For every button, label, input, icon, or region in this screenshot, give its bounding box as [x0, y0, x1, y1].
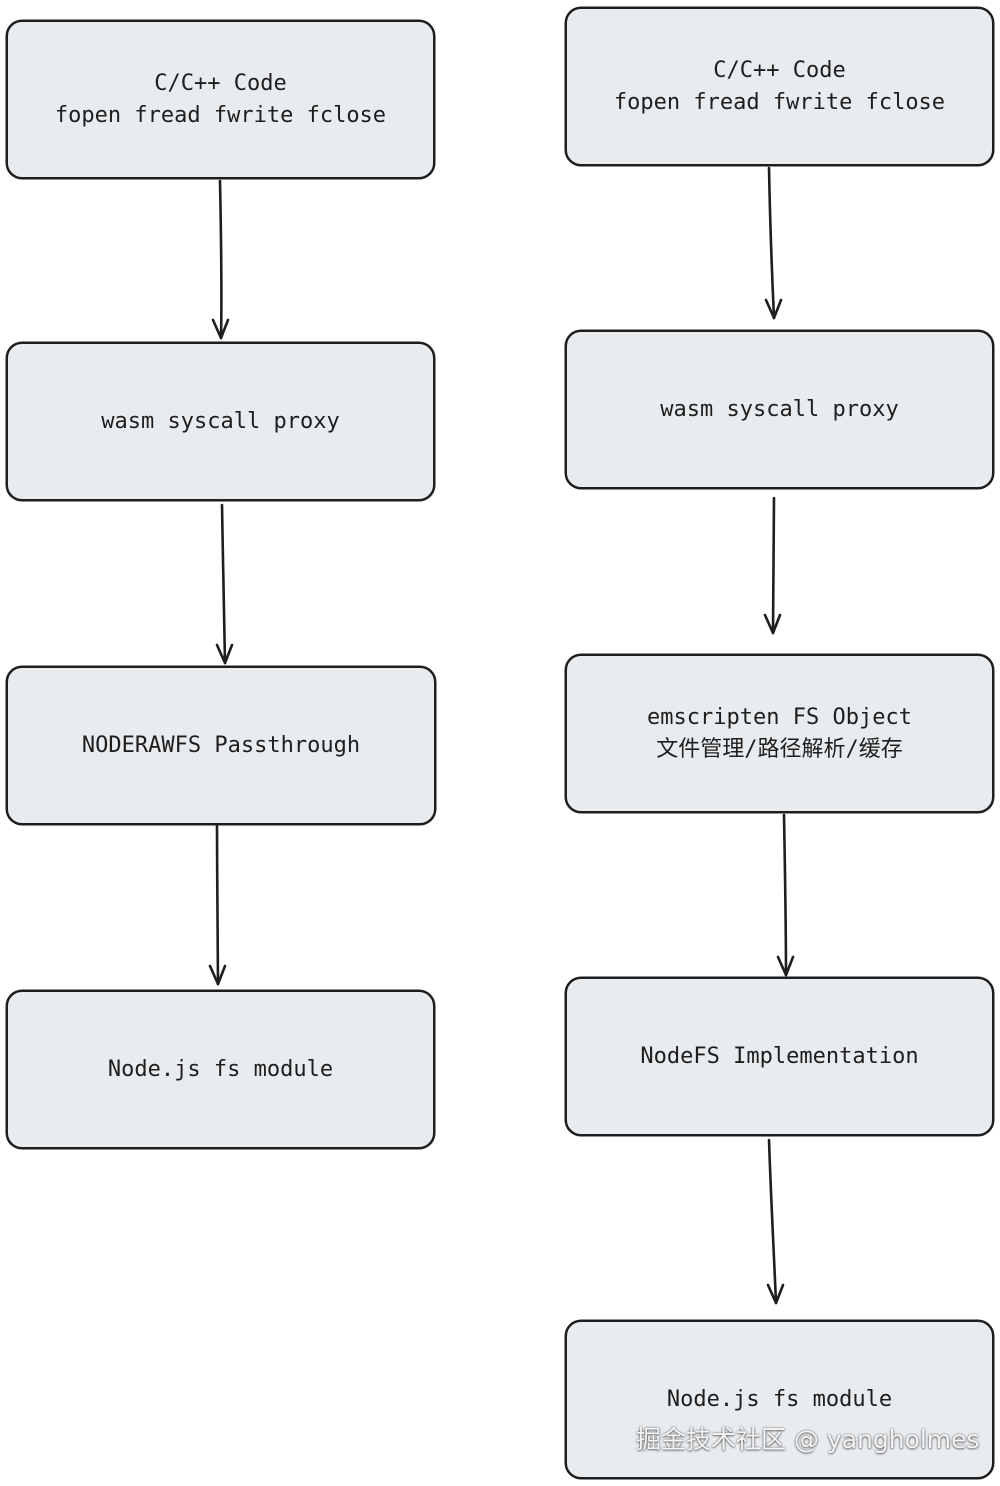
watermark: 掘金技术社区 @ yangholmes — [636, 1425, 980, 1454]
node-text-line: fopen fread fwrite fclose — [613, 89, 946, 115]
right-node-nodejs-fs-module: Node.js fs module — [565, 1320, 994, 1479]
node-text-line: fopen fread fwrite fclose — [54, 102, 387, 128]
arrow-right-3 — [776, 813, 795, 977]
left-node-cpp-code: C/C++ Code fopen fread fwrite fclose — [6, 20, 435, 179]
arrow-left-3 — [208, 824, 227, 986]
node-text-line: C/C++ Code — [713, 57, 846, 83]
node-text-line: Node.js fs module — [107, 1056, 334, 1082]
left-node-noderawfs-passthrough: NODERAWFS Passthrough — [6, 666, 436, 825]
arrow-left-2 — [215, 503, 234, 665]
node-text-line: emscripten FS Object — [647, 704, 912, 730]
node-text-line: NODERAWFS Passthrough — [81, 732, 361, 758]
arrow-right-2 — [763, 496, 782, 635]
right-node-nodefs-implementation: NodeFS Implementation — [565, 977, 994, 1136]
node-text-line: Node.js fs module — [666, 1387, 893, 1412]
right-node-cpp-code: C/C++ Code fopen fread fwrite fclose — [565, 7, 994, 166]
left-node-wasm-syscall-proxy: wasm syscall proxy — [6, 342, 435, 501]
arrow-right-4 — [766, 1138, 785, 1305]
arrow-right-1 — [764, 166, 783, 320]
left-node-nodejs-fs-module: Node.js fs module — [6, 990, 435, 1149]
arrow-left-1 — [211, 179, 230, 340]
right-node-emscripten-fs-object: emscripten FS Object 文件管理/路径解析/缓存 — [565, 654, 994, 813]
node-text-line: C/C++ Code — [154, 70, 287, 96]
node-text-line: wasm syscall proxy — [660, 396, 899, 422]
node-text-line: 文件管理/路径解析/缓存 — [656, 736, 903, 762]
node-text-line: wasm syscall proxy — [101, 408, 340, 434]
right-node-wasm-syscall-proxy: wasm syscall proxy — [565, 330, 994, 489]
node-text-line: NodeFS Implementation — [640, 1043, 919, 1069]
